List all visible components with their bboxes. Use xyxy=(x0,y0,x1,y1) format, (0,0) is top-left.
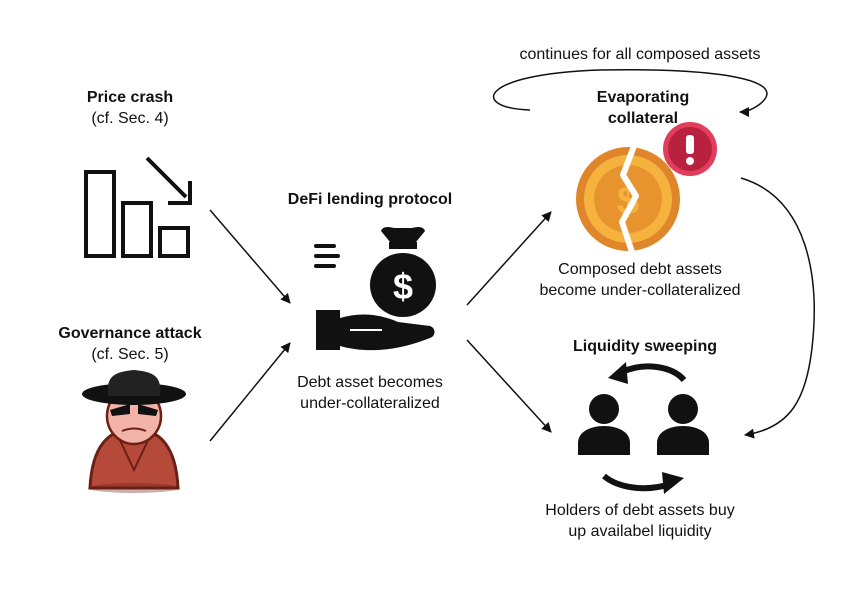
price-crash-title: Price crash xyxy=(86,89,174,106)
arrow-loop xyxy=(492,69,768,117)
evaporating-title: Evaporating collateral xyxy=(568,87,718,129)
protocol-caption-line1: Debt asset becomes xyxy=(297,374,443,391)
flow-arrows xyxy=(209,69,815,442)
svg-text:$: $ xyxy=(393,266,413,307)
loop-note-text: continues for all composed assets xyxy=(519,46,761,63)
people-exchange-icon xyxy=(578,362,709,494)
governance-attack-title: Governance attack xyxy=(58,325,202,342)
sweeping-title: Liquidity sweeping xyxy=(545,336,745,357)
evaporating-title-line1: Evaporating xyxy=(596,89,690,106)
protocol-caption: Debt asset becomes under-collateralized xyxy=(265,372,475,414)
evaporating-caption-line1: Composed debt assets xyxy=(558,261,722,278)
protocol-title: DeFi lending protocol xyxy=(260,189,480,210)
sweeping-caption-line1: Holders of debt assets buy xyxy=(545,502,735,519)
protocol-title-text: DeFi lending protocol xyxy=(287,191,453,208)
sweeping-caption: Holders of debt assets buy up availabel … xyxy=(510,500,770,542)
evaporating-caption: Composed debt assets become under-collat… xyxy=(520,259,760,301)
sweeping-title-text: Liquidity sweeping xyxy=(572,338,717,355)
protocol-caption-line2: under-collateralized xyxy=(300,395,440,412)
price-crash-ref: (cf. Sec. 4) xyxy=(91,110,169,127)
spy-hacker-icon xyxy=(82,370,186,493)
loop-note: continues for all composed assets xyxy=(490,44,790,65)
broken-coin-alert-icon: $ xyxy=(576,122,717,253)
arrow-protocol-to-evaporating xyxy=(466,211,552,306)
evaporating-caption-line2: become under-collateralized xyxy=(539,282,741,299)
money-bag-hand-icon: $ xyxy=(314,227,436,351)
evaporating-title-line2: collateral xyxy=(607,110,679,127)
arrow-governance-to-protocol xyxy=(209,342,291,442)
arrow-price-to-protocol xyxy=(209,209,291,304)
arrow-evaporating-to-sweeping xyxy=(740,177,815,439)
bar-chart-down-icon xyxy=(84,156,192,258)
arrow-protocol-to-sweeping xyxy=(466,339,552,433)
governance-attack-ref: (cf. Sec. 5) xyxy=(91,346,169,363)
price-crash-label: Price crash (cf. Sec. 4) xyxy=(40,87,220,129)
sweeping-caption-line2: up availabel liquidity xyxy=(568,523,712,540)
governance-attack-label: Governance attack (cf. Sec. 5) xyxy=(40,323,220,365)
